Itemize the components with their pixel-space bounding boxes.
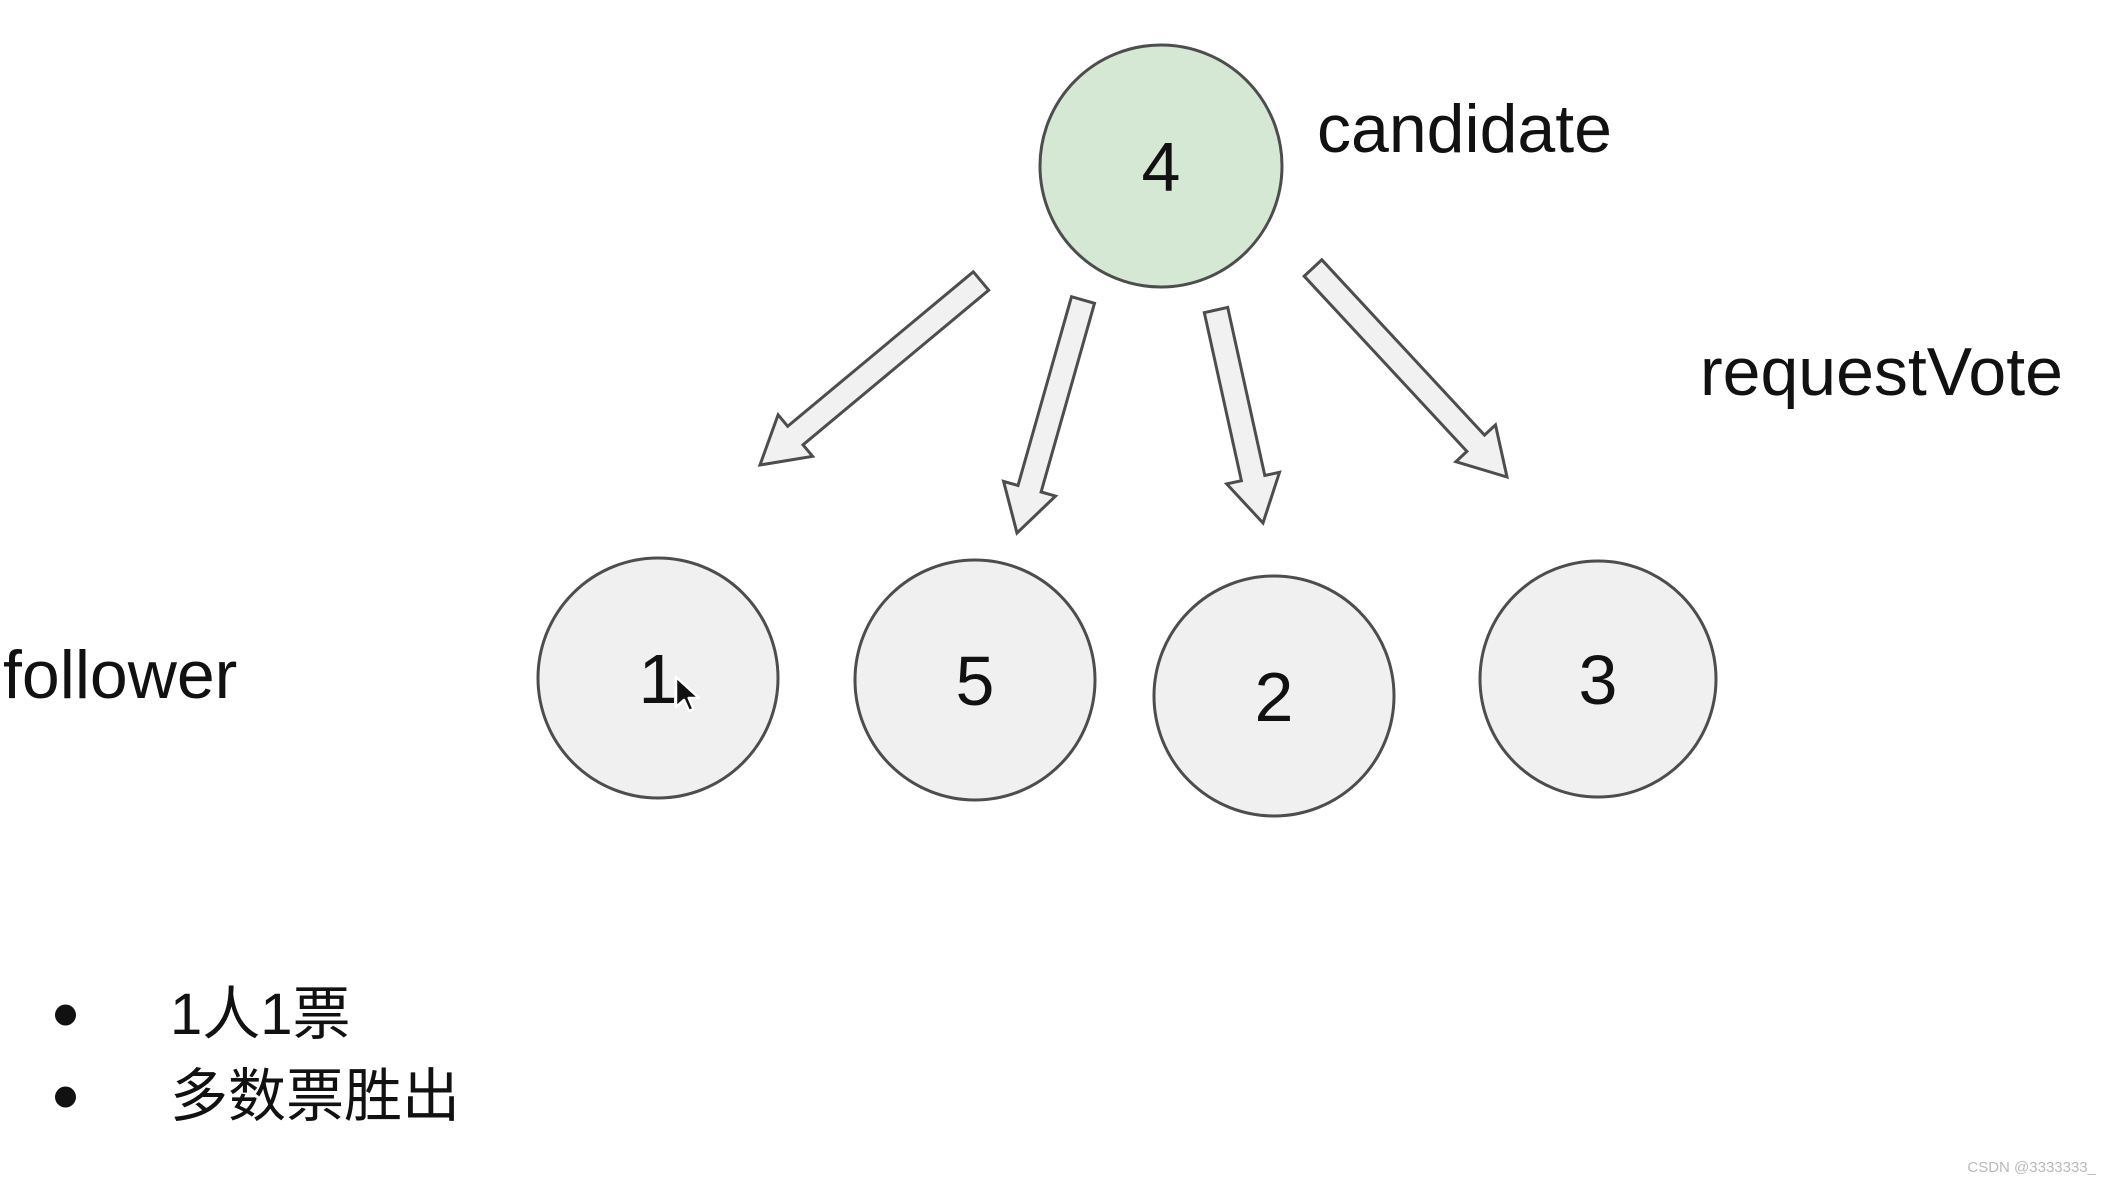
bullet-icon — [55, 1086, 76, 1108]
bullet-icon — [55, 1004, 76, 1026]
node-label: 2 — [1255, 658, 1294, 736]
note-item: 多数票胜出 — [55, 1056, 460, 1138]
node-circle — [1478, 559, 1718, 799]
request-vote-arrow — [1001, 294, 1097, 536]
follower-label: follower — [3, 637, 238, 713]
node-circle — [1152, 574, 1396, 818]
request-vote-arrow — [1202, 305, 1282, 526]
request-vote-arrow — [1302, 257, 1510, 480]
node-label: 5 — [956, 642, 995, 720]
note-text: 多数票胜出 — [170, 1064, 461, 1129]
node-circle — [1038, 43, 1284, 289]
request-vote-label: requestVote — [1700, 334, 2063, 410]
request-vote-arrow — [757, 269, 991, 467]
follower-node-3: 3 — [1478, 559, 1718, 799]
note-text: 1人1票 — [170, 982, 351, 1047]
candidate-node-4: 4 — [1038, 43, 1284, 289]
node-label: 1 — [639, 640, 678, 718]
node-circle — [536, 556, 780, 800]
candidate-label: candidate — [1317, 91, 1612, 167]
follower-node-5: 5 — [853, 558, 1097, 802]
notes-list: 1人1票 多数票胜出 — [55, 974, 460, 1138]
node-label: 4 — [1142, 128, 1181, 206]
follower-node-1: 1 — [536, 556, 780, 800]
note-item: 1人1票 — [55, 974, 460, 1056]
node-label: 3 — [1579, 641, 1618, 719]
node-circle — [853, 558, 1097, 802]
follower-node-2: 2 — [1152, 574, 1396, 818]
watermark: CSDN @3333333_ — [1967, 1159, 2096, 1176]
mouse-cursor-icon — [674, 675, 701, 713]
